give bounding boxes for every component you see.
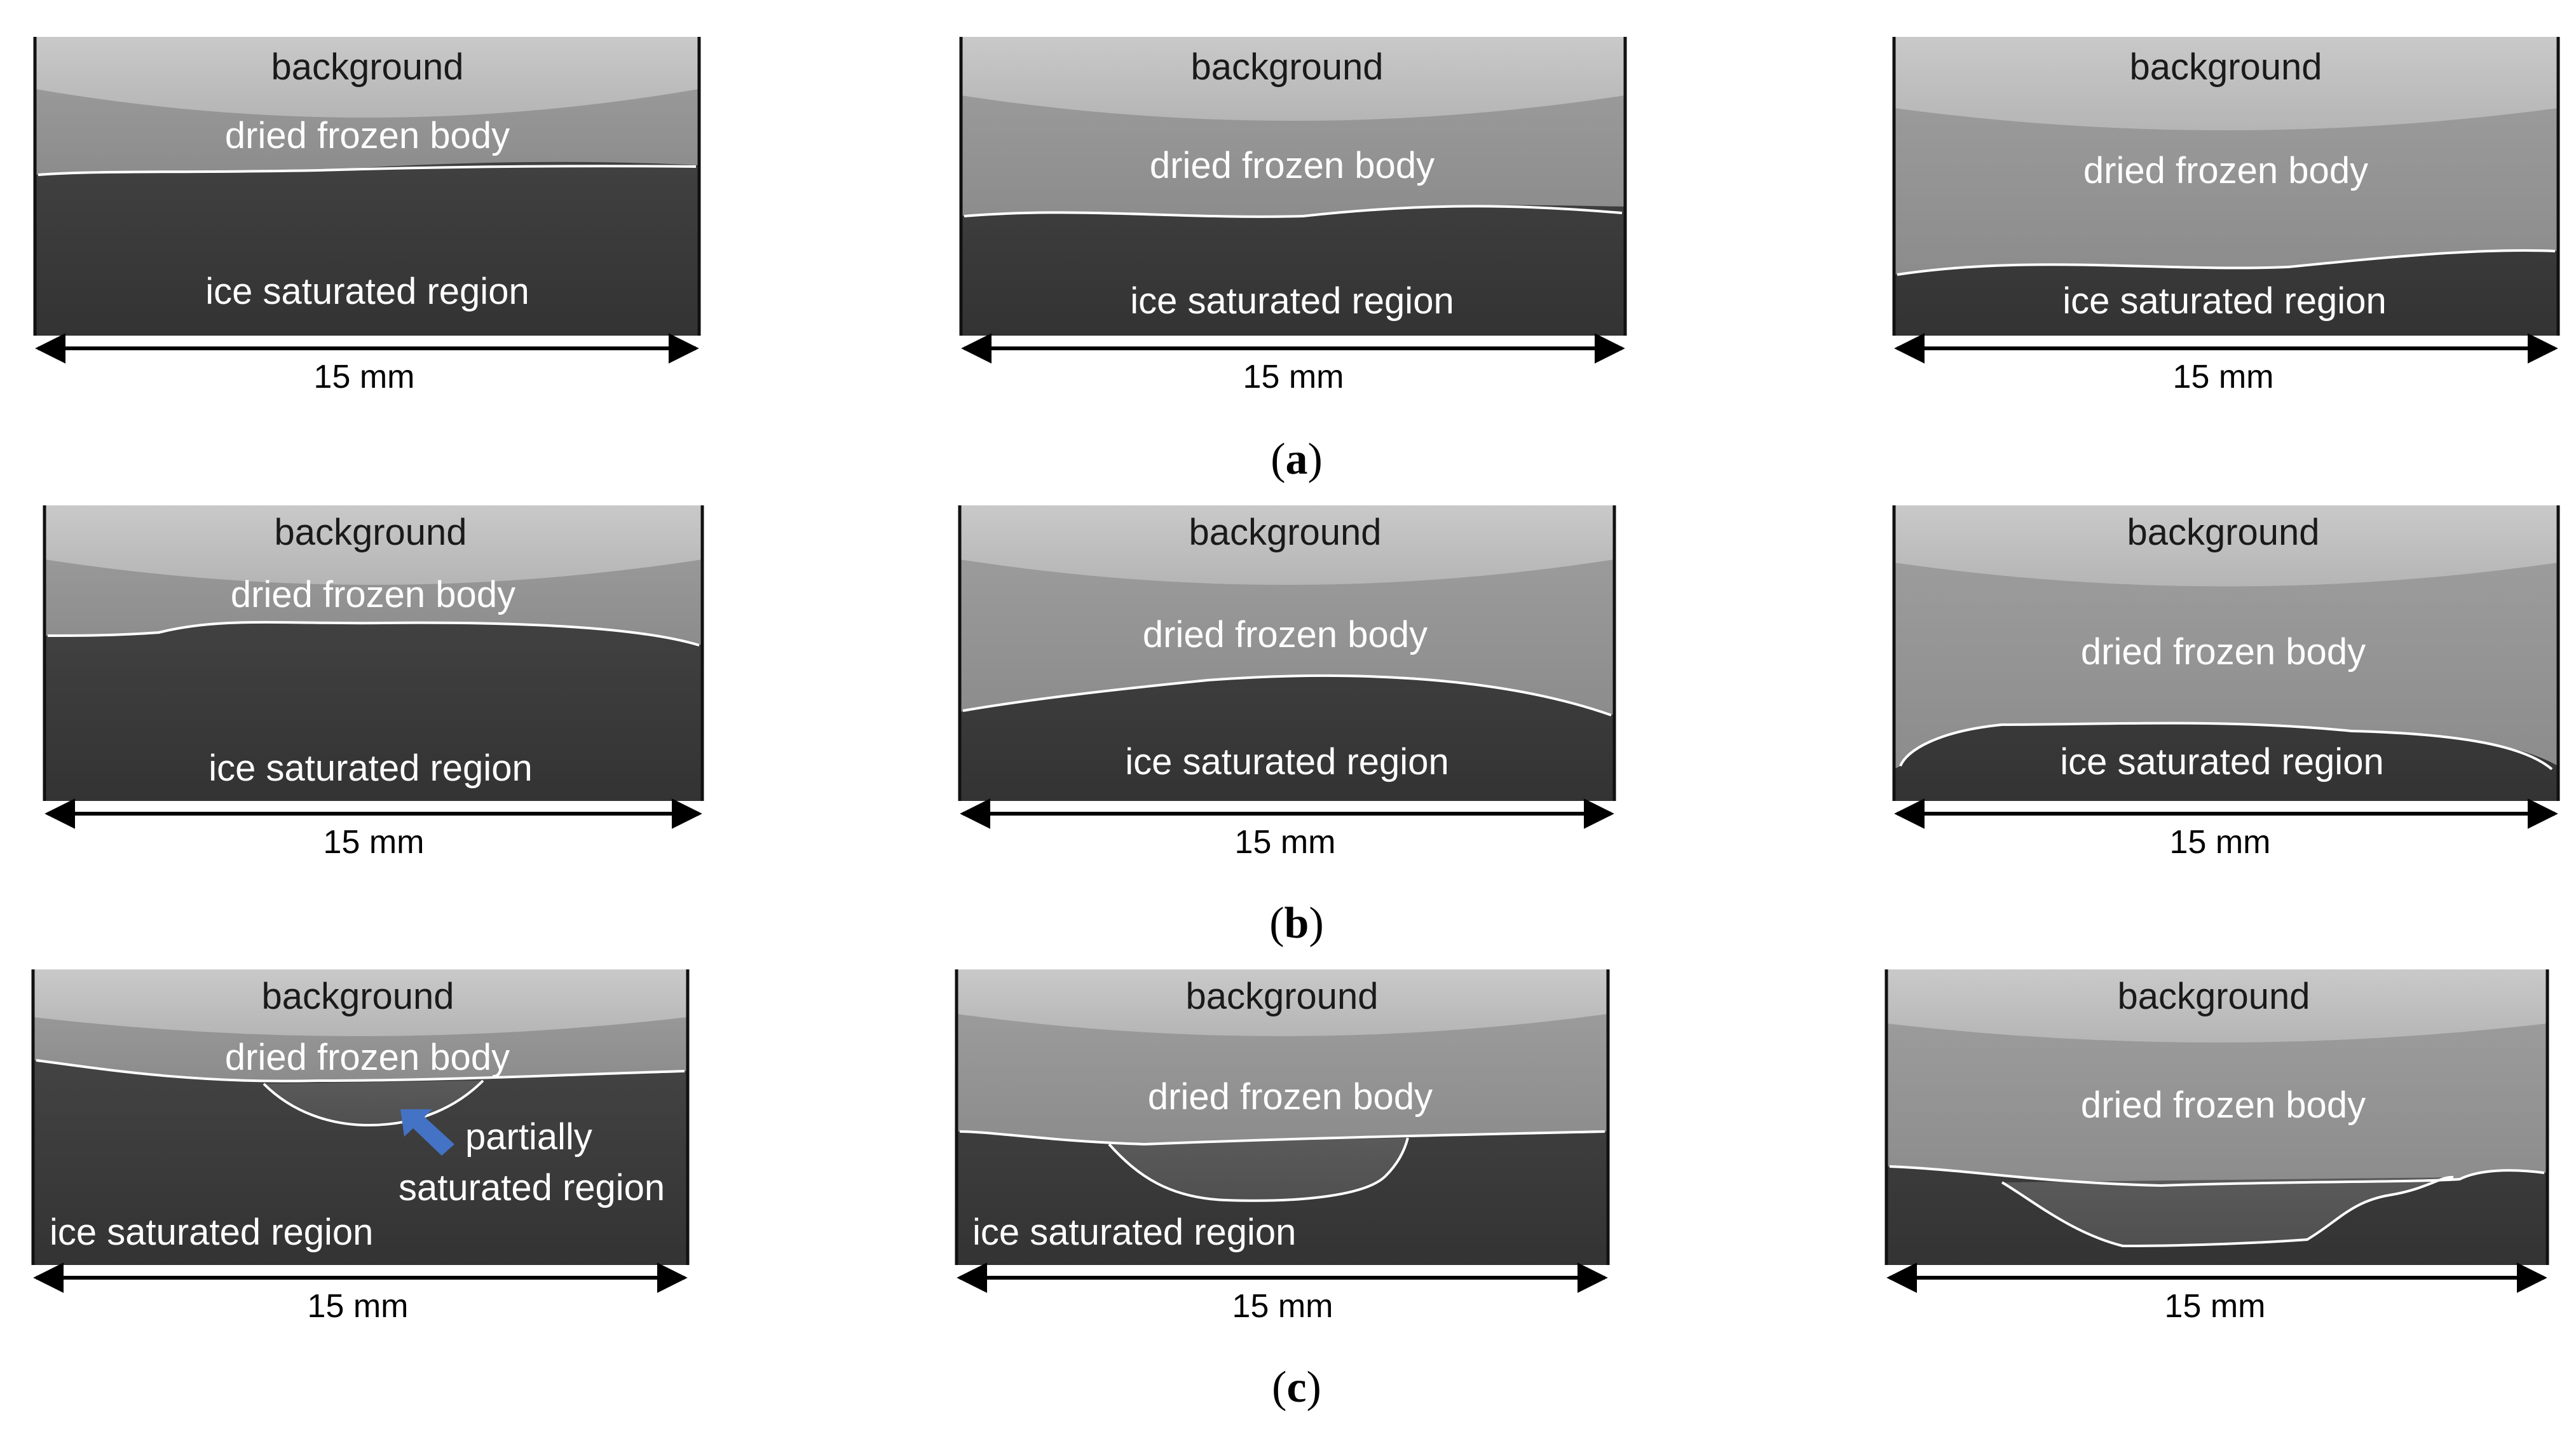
scale-label: 15 mm [308, 1288, 409, 1325]
scale-label: 15 mm [1235, 824, 1336, 861]
label-dried: dried frozen body [225, 1037, 510, 1078]
label-background: background [271, 46, 463, 88]
label-dried: dried frozen body [2081, 631, 2366, 673]
label-background: background [1190, 46, 1383, 88]
panel-b1: background dried frozen body ice saturat… [43, 505, 704, 861]
label-ice: ice saturated region [205, 271, 529, 312]
label-background: background [2127, 512, 2319, 553]
label-ice: ice saturated region [208, 748, 532, 789]
label-background: background [1185, 976, 1378, 1017]
label-dried: dried frozen body [231, 574, 515, 615]
label-ice: ice saturated region [2062, 280, 2386, 322]
caption-b: (b) [1269, 899, 1324, 948]
scale-label: 15 mm [1232, 1288, 1333, 1325]
scale-label: 15 mm [1243, 359, 1344, 395]
label-background: background [2129, 46, 2322, 88]
panel-a2: background dried frozen body ice saturat… [959, 37, 1627, 395]
label-background: background [2117, 976, 2310, 1017]
label-ice: ice saturated region [1125, 741, 1448, 783]
label-dried: dried frozen body [225, 115, 510, 156]
panel-a3: background dried frozen body ice saturat… [1892, 37, 2560, 395]
label-ice: ice saturated region [972, 1212, 1296, 1253]
label-dried: dried frozen body [1150, 145, 1435, 186]
label-background: background [274, 512, 467, 553]
label-dried: dried frozen body [1143, 614, 1428, 655]
scale-label: 15 mm [324, 824, 425, 861]
label-ice: ice saturated region [50, 1212, 373, 1253]
panel-c1: background dried frozen body partially s… [31, 969, 690, 1325]
label-dried: dried frozen body [1148, 1076, 1433, 1118]
panel-b3: background dried frozen body ice saturat… [1892, 505, 2560, 861]
scale-label: 15 mm [2173, 359, 2274, 395]
label-dried: dried frozen body [2081, 1084, 2366, 1126]
label-partially-line1: partially [465, 1116, 592, 1158]
scale-label: 15 mm [314, 359, 415, 395]
caption-c: (c) [1272, 1363, 1321, 1412]
panel-c3: background dried frozen body 15 mm [1884, 969, 2549, 1325]
panel-b2: background dried frozen body ice saturat… [958, 505, 1616, 861]
label-dried: dried frozen body [2083, 150, 2368, 191]
label-partially-line2: saturated region [399, 1167, 665, 1208]
label-ice: ice saturated region [2060, 741, 2383, 783]
label-background: background [1189, 512, 1381, 553]
panel-c2: background dried frozen body ice saturat… [955, 969, 1610, 1325]
scale-label: 15 mm [2165, 1288, 2266, 1325]
caption-a: (a) [1271, 435, 1323, 484]
pointer-arrow-icon [400, 1109, 454, 1156]
panel-a1: background dried frozen body ice saturat… [33, 37, 701, 395]
label-ice: ice saturated region [1130, 280, 1454, 322]
label-background: background [261, 976, 454, 1017]
scale-label: 15 mm [2170, 824, 2271, 861]
